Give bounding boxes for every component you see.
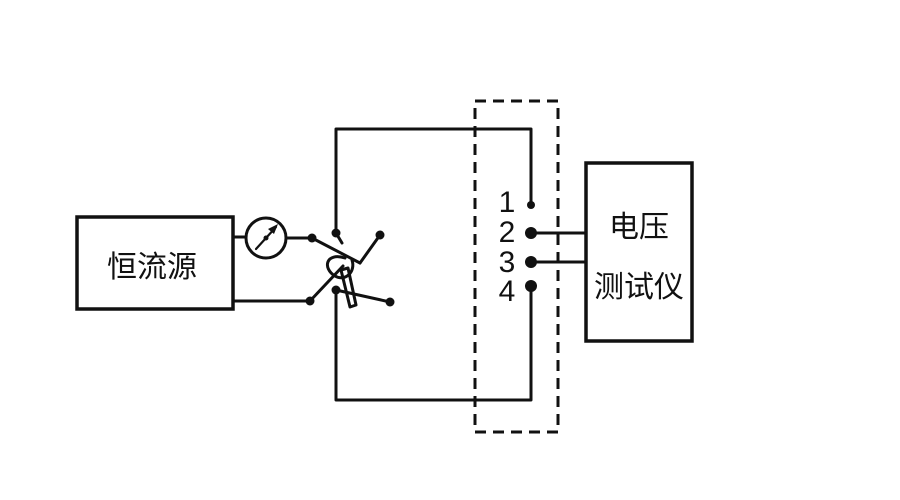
constant-current-source: 恒流源 <box>75 215 235 311</box>
tester-label-line1: 电压 <box>609 211 669 244</box>
terminal-4-dot <box>525 280 537 292</box>
outer-top-wire <box>334 127 533 235</box>
tester-label-line2: 测试仪 <box>594 271 684 304</box>
sample-boundary <box>473 99 560 434</box>
terminal-3-label: 3 <box>499 246 516 279</box>
terminal-1-label: 1 <box>499 186 516 219</box>
outer-bottom-wire <box>334 284 533 402</box>
ammeter-icon <box>244 216 288 260</box>
reversing-switch-icon <box>305 228 395 309</box>
source-label: 恒流源 <box>107 251 197 284</box>
voltage-tester: 电压 测试仪 <box>584 161 694 343</box>
terminal-1-dot <box>527 201 535 209</box>
terminal-2-label: 2 <box>499 216 516 249</box>
terminal-4-label: 4 <box>499 275 516 308</box>
